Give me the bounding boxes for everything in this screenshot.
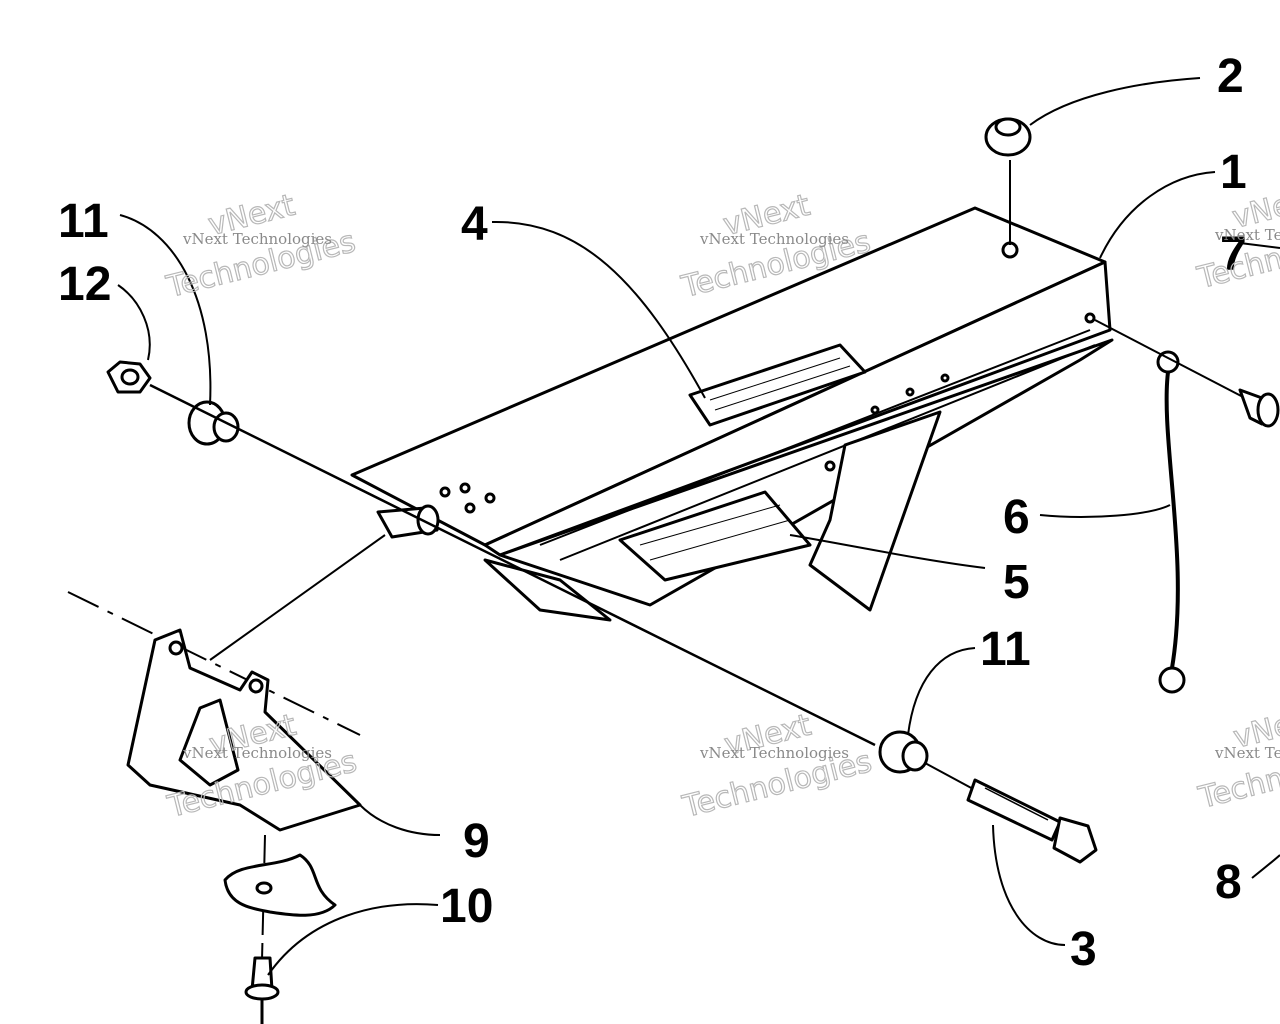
callout-2: 2 — [1217, 50, 1244, 103]
callout-11-right: 11 — [980, 623, 1031, 676]
watermark-text-right-bottom: vNext Technologies — [1214, 744, 1280, 762]
washer-right — [878, 730, 929, 774]
screw — [1238, 388, 1280, 428]
watermark-text-bottom-left: vNext Technologies — [182, 744, 332, 762]
callout-12: 12 — [58, 258, 111, 311]
watermark-text-top-left: vNext Technologies — [182, 230, 332, 248]
main-plate — [350, 206, 1114, 622]
callout-8: 8 — [1215, 856, 1242, 909]
callout-3: 3 — [1070, 923, 1097, 976]
axis-line-main — [149, 383, 876, 747]
callout-11-left: 11 — [58, 195, 109, 248]
centerline-bracket — [67, 591, 361, 736]
bolt — [924, 762, 1098, 864]
mount-bracket — [126, 628, 362, 832]
callout-10: 10 — [440, 880, 493, 933]
callout-4: 4 — [461, 198, 488, 251]
callout-7: 7 — [1220, 228, 1247, 281]
rivet-pin — [244, 956, 280, 1024]
axis-line-screw — [1094, 319, 1246, 399]
axis-line-bracket — [209, 534, 386, 661]
callout-5: 5 — [1003, 556, 1030, 609]
watermark-text-bottom-center: vNext Technologies — [699, 744, 849, 762]
decal-top — [688, 343, 867, 427]
nut — [106, 360, 152, 394]
callout-9: 9 — [463, 815, 490, 868]
pivot-bushing — [376, 504, 440, 539]
watermark-text-right-top: vNext Technologies — [1214, 226, 1280, 244]
grommet — [984, 117, 1032, 245]
callout-1: 1 — [1220, 146, 1247, 199]
decal-bottom — [618, 490, 812, 582]
watermark-text-top-center: vNext Technologies — [699, 230, 849, 248]
base-plate — [223, 853, 337, 917]
leader-lines — [117, 77, 1280, 976]
cable — [1156, 350, 1186, 694]
callout-6: 6 — [1003, 491, 1030, 544]
